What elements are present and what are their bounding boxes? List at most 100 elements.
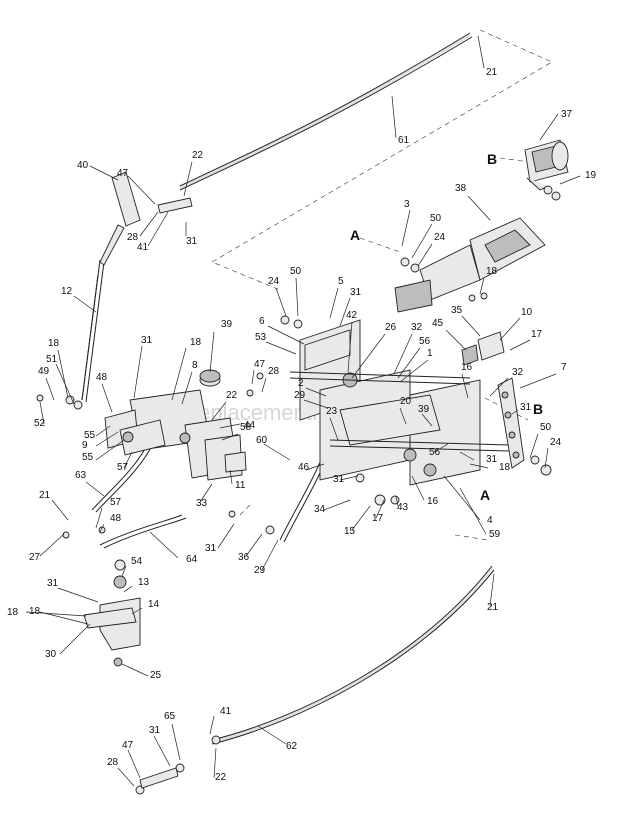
callout-label-33: 33	[196, 498, 208, 509]
callout-label-47: 47	[122, 740, 134, 751]
callout-leader-47	[251, 369, 255, 385]
callout-label-14: 14	[148, 599, 160, 610]
callout-label-31: 31	[149, 725, 161, 736]
callout-label-45: 45	[432, 318, 444, 329]
callout-leader-39	[209, 331, 215, 373]
callout-label-22: 22	[192, 150, 204, 161]
callout-label-15: 15	[344, 526, 356, 537]
callout-leader-16	[461, 373, 469, 399]
callout-leader-22	[183, 161, 193, 197]
callout-leader-18	[171, 347, 187, 401]
callout-label-44: 44	[244, 420, 256, 431]
callout-label-55: 55	[84, 430, 96, 441]
callout-label-48: 48	[110, 513, 122, 524]
callout-leader-45	[445, 329, 467, 351]
callout-leader-12	[73, 295, 97, 313]
callout-label-58: 58	[240, 422, 252, 433]
callout-label-59: 59	[489, 529, 501, 540]
callout-label-31: 31	[350, 287, 362, 298]
callout-leader-31	[133, 345, 143, 399]
callout-label-18: 18	[190, 337, 202, 348]
callout-leader-28	[139, 211, 159, 237]
callout-leader-40	[89, 165, 119, 181]
callout-label-49: 49	[38, 366, 50, 377]
callout-leader-55	[95, 439, 125, 461]
callout-leader-9	[95, 431, 119, 447]
drive-pedal-38	[394, 217, 546, 313]
callout-label-2: 2	[298, 378, 304, 389]
callout-leader-43	[395, 495, 399, 507]
callout-label-29: 29	[254, 565, 266, 576]
callout-label-23: 23	[326, 406, 338, 417]
callout-label-64: 64	[186, 554, 198, 565]
callout-leader-58	[221, 433, 239, 441]
callout-leader-2	[305, 387, 327, 397]
callout-label-12: 12	[61, 286, 73, 297]
callout-label-43: 43	[397, 502, 409, 513]
callout-leader-47	[127, 175, 156, 205]
dashed-reference-lines	[211, 29, 553, 541]
callout-label-28: 28	[268, 366, 280, 377]
callout-leader-41	[147, 211, 169, 247]
callout-leader-24	[275, 287, 287, 317]
callout-leader-31	[339, 297, 351, 327]
callout-label-41: 41	[137, 242, 149, 253]
callout-label-55: 55	[82, 452, 94, 463]
callout-leader-5	[329, 287, 339, 319]
callout-label-4: 4	[487, 515, 493, 526]
callout-label-21: 21	[486, 67, 498, 78]
callout-label-28: 28	[107, 757, 119, 768]
callout-leader-8	[181, 371, 193, 405]
callout-leader-14	[131, 607, 143, 615]
callout-label-50: 50	[430, 213, 442, 224]
callout-label-18: 18	[499, 462, 511, 473]
callout-leader-18	[469, 463, 489, 469]
callout-leader-23	[329, 417, 339, 441]
callout-label-20: 20	[400, 396, 412, 407]
callout-leader-18	[25, 611, 87, 617]
callout-leader-31	[153, 735, 171, 767]
rod-12	[81, 259, 105, 403]
callout-leader-24	[417, 243, 433, 267]
callout-label-22: 22	[215, 772, 227, 783]
callout-leader-27	[39, 533, 65, 557]
callout-label-6: 6	[259, 316, 265, 327]
turnbuckle-47-41	[139, 197, 193, 789]
callout-label-8: 8	[192, 360, 198, 371]
callout-label-18: 18	[29, 606, 41, 617]
arm-7	[497, 377, 525, 469]
callout-leader-31	[339, 475, 359, 481]
callout-leader-21	[51, 499, 69, 521]
callout-leader-16	[411, 475, 425, 501]
callout-label-36: 36	[238, 552, 250, 563]
callout-leader-34	[323, 499, 351, 511]
switch-10	[461, 331, 505, 366]
callout-label-7: 7	[561, 362, 567, 373]
callout-leader-22	[213, 747, 217, 779]
callout-label-42: 42	[346, 310, 358, 321]
callout-label-54: 54	[131, 556, 143, 567]
callout-leader-26	[351, 333, 386, 379]
callout-leader-20	[399, 407, 407, 425]
callout-label-25: 25	[150, 670, 162, 681]
callout-leader-49	[45, 377, 55, 401]
callout-label-11: 11	[235, 480, 246, 491]
callout-leader-10	[499, 317, 521, 341]
callout-leader-31	[217, 523, 235, 549]
callout-label-31: 31	[186, 236, 198, 247]
callout-label-29: 29	[294, 390, 306, 401]
callout-label-17: 17	[531, 329, 543, 340]
bracket-14	[83, 575, 141, 667]
callout-label-31: 31	[141, 335, 153, 346]
callout-leader-56	[433, 443, 449, 453]
callout-leader-35	[461, 315, 481, 337]
callout-leader-21	[477, 35, 485, 69]
callout-label-39: 39	[221, 319, 233, 330]
callout-label-28: 28	[127, 232, 139, 243]
callout-label-13: 13	[138, 577, 150, 588]
callout-label-57: 57	[110, 497, 122, 508]
shaft-1	[289, 371, 511, 452]
callout-leader-31	[511, 409, 519, 415]
